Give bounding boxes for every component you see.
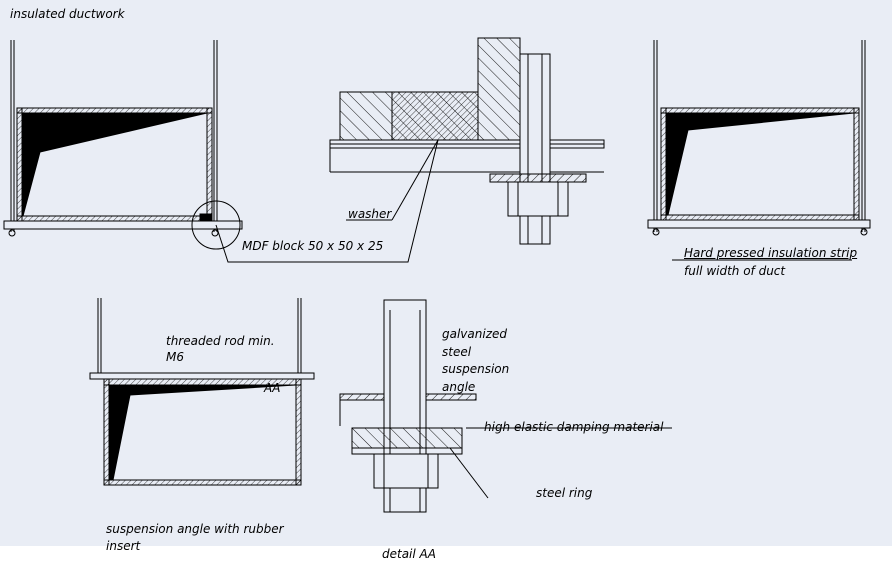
aa-label: AA [264, 381, 281, 395]
detail-aa [339, 299, 672, 513]
galvanized-label-4: angle [442, 380, 476, 394]
duct-bottom-left [89, 298, 315, 486]
detail-aa-label: detail AA [382, 547, 436, 561]
galvanized-label-2: steel [442, 345, 472, 359]
title-label: insulated ductwork [10, 7, 125, 21]
detail-top-center [329, 37, 605, 245]
washer-label: washer [348, 207, 392, 221]
bottom-strip [0, 546, 892, 568]
duct-top-left [3, 40, 439, 263]
strip-label-line2: full width of duct [684, 264, 786, 278]
galvanized-label-1: galvanized [442, 327, 507, 341]
angle-label-line2: insert [106, 539, 141, 553]
galvanized-label-3: suspension [442, 362, 510, 376]
steel-ring-label: steel ring [536, 486, 593, 500]
rod-label-line1: threaded rod min. [166, 334, 275, 348]
duct-top-right [647, 40, 871, 261]
angle-label-line1: suspension angle with rubber [106, 522, 284, 536]
rod-label-line2: M6 [166, 350, 184, 364]
damping-label: high elastic damping material [484, 420, 664, 434]
mdf-block-label: MDF block 50 x 50 x 25 [242, 239, 384, 253]
strip-label-line1: Hard pressed insulation strip [684, 246, 858, 260]
